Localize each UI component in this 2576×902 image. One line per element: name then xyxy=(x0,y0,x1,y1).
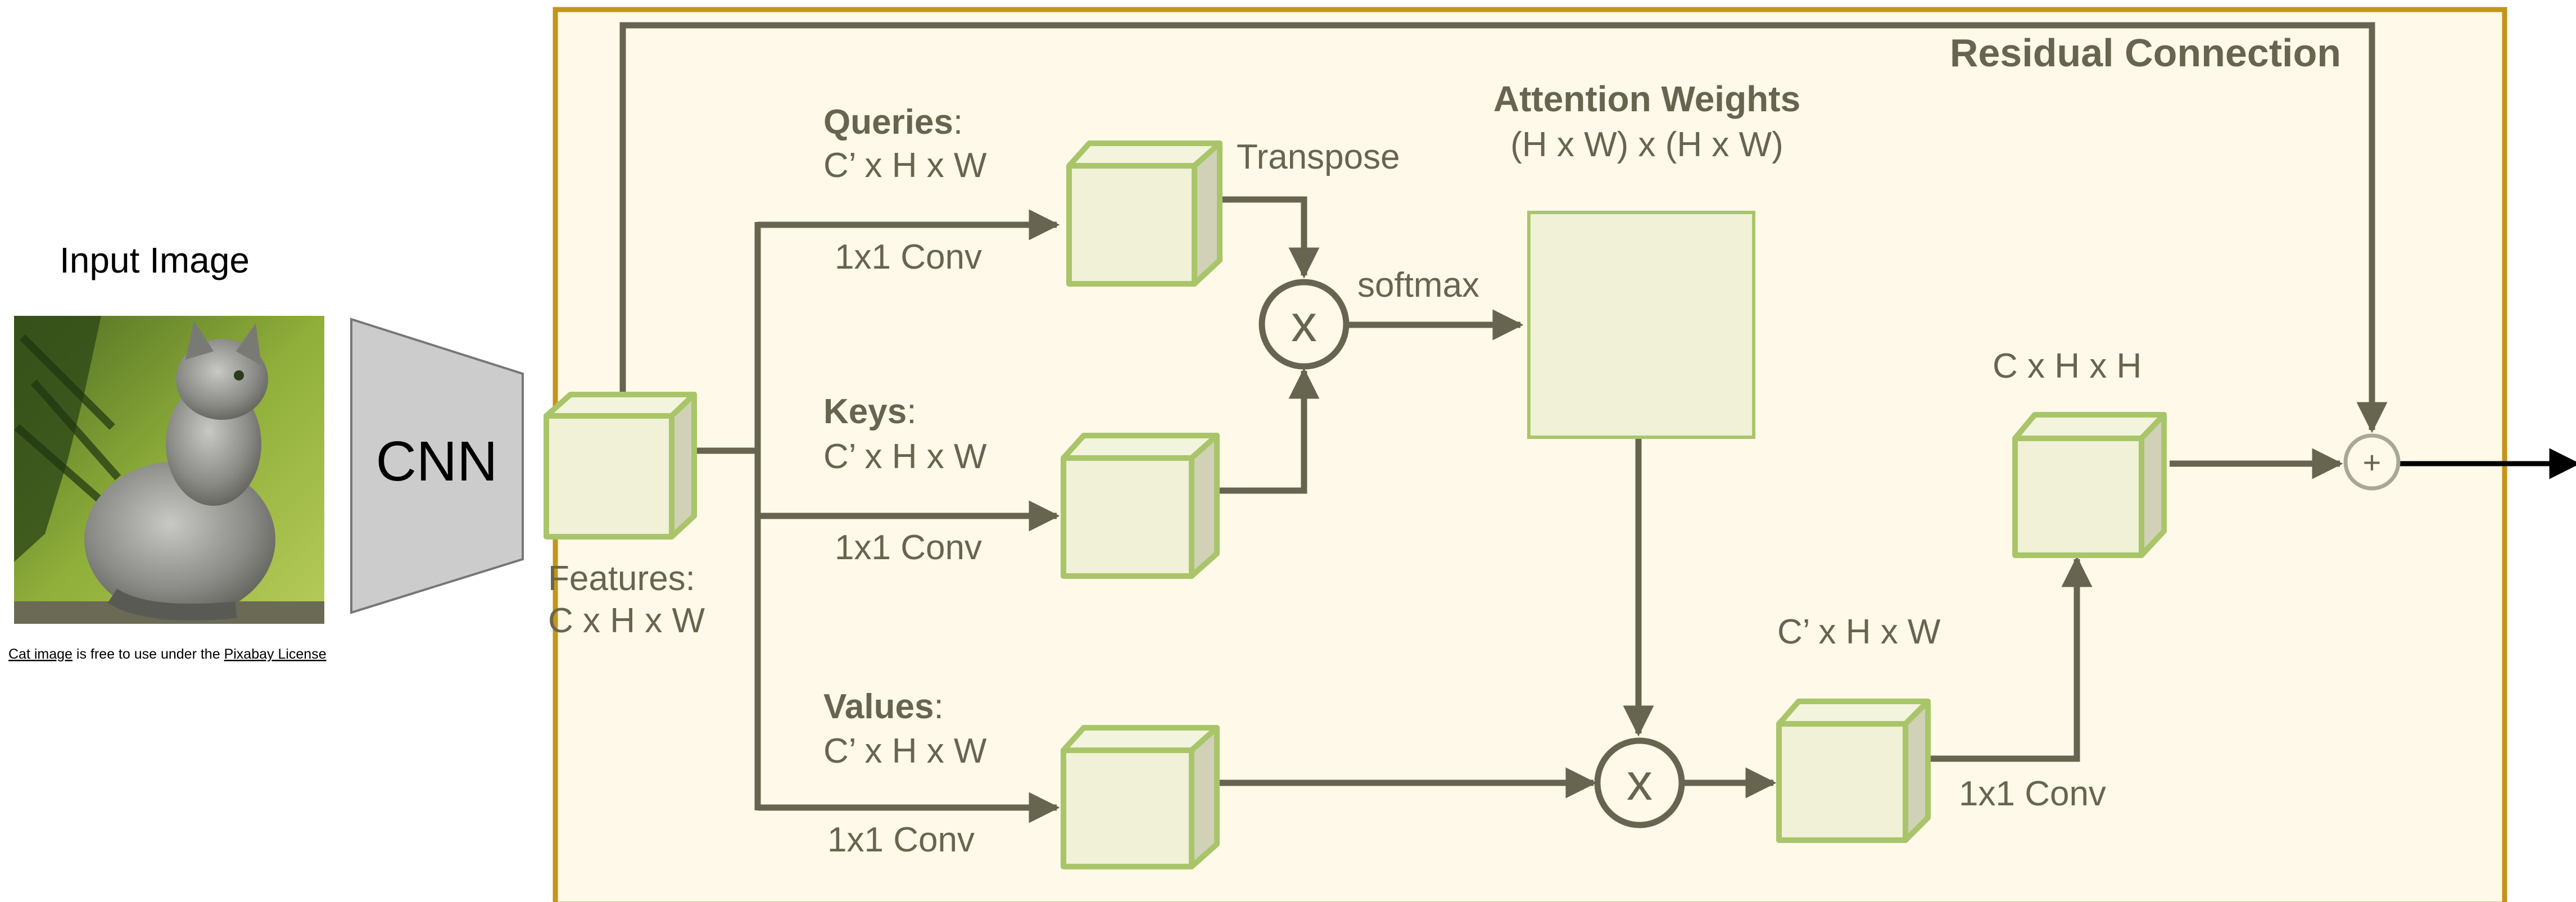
values-conv-label: 1x1 Conv xyxy=(827,821,975,859)
values-cube xyxy=(1061,725,1220,869)
svg-text:x: x xyxy=(1627,754,1653,811)
softmax-label: softmax xyxy=(1357,266,1479,305)
residual-connection-label: Residual Connection xyxy=(1950,31,2341,75)
cat-image-link[interactable]: Cat image xyxy=(8,646,73,662)
add-op: + xyxy=(2343,433,2401,491)
svg-text:C’ x H x W: C’ x H x W xyxy=(823,146,987,185)
values-label: Values: C’ x H x W 1x1 Conv xyxy=(823,687,987,859)
transpose-label: Transpose xyxy=(1237,138,1400,176)
final-conv-label: 1x1 Conv xyxy=(1959,774,2106,813)
cnn-block xyxy=(350,318,524,614)
queries-label: Queries: C’ x H x W 1x1 Conv xyxy=(823,103,987,277)
keys-label: Keys: C’ x H x W 1x1 Conv xyxy=(823,392,987,567)
svg-text:Queries:: Queries: xyxy=(823,103,963,142)
svg-text:Cat image is free to use under: Cat image is free to use under the Pixab… xyxy=(8,646,327,662)
connections xyxy=(619,22,2388,823)
multiply-op-2: x xyxy=(1594,737,1685,828)
attention-output-cube xyxy=(1776,699,1931,843)
cnn-label: CNN xyxy=(376,430,498,493)
input-image-title: Input Image xyxy=(60,240,250,280)
cat-image xyxy=(14,316,324,624)
image-license-caption: Cat image is free to use under the Pixab… xyxy=(8,646,327,662)
final-output-cube xyxy=(2012,412,2167,558)
final-output-dims: C x H x H xyxy=(1993,347,2142,386)
attention-weights-matrix xyxy=(1527,211,1755,439)
svg-text:C’ x H x W: C’ x H x W xyxy=(823,732,987,770)
queries-conv-label: 1x1 Conv xyxy=(835,238,982,277)
pixabay-license-link[interactable]: Pixabay License xyxy=(224,646,327,662)
keys-conv-label: 1x1 Conv xyxy=(835,528,982,567)
svg-text:C’ x H x W: C’ x H x W xyxy=(823,437,987,476)
keys-cube xyxy=(1061,433,1220,579)
attention-weights-dims: (H x W) x (H x W) xyxy=(1510,125,1783,164)
attention-output-dims: C’ x H x W xyxy=(1777,613,1941,651)
queries-cube xyxy=(1066,140,1223,287)
svg-text:Keys:: Keys: xyxy=(823,392,916,431)
svg-text:x: x xyxy=(1291,295,1317,352)
attention-weights-title: Attention Weights xyxy=(1493,79,1800,119)
multiply-op-1: x xyxy=(1258,279,1350,370)
features-label: Features: C x H x W xyxy=(548,559,705,640)
residual-panel xyxy=(553,7,2507,902)
svg-text:+: + xyxy=(2363,445,2382,480)
svg-text:Values:: Values: xyxy=(823,687,944,726)
features-cube xyxy=(544,392,697,540)
